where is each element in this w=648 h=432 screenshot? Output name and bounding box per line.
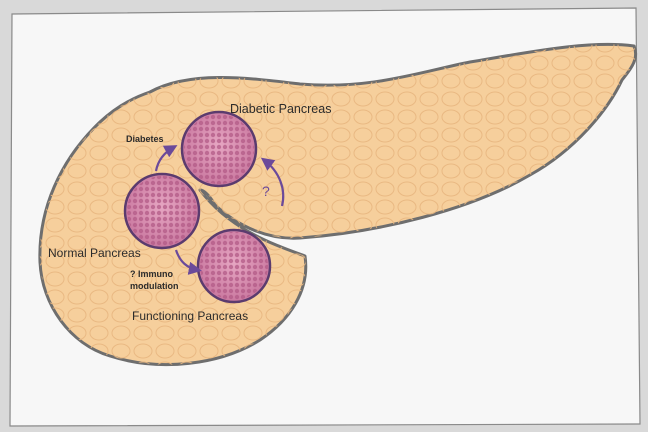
immuno-line-1: ? Immuno [130, 269, 173, 279]
diabetic-pancreas-label: Diabetic Pancreas [230, 102, 332, 116]
functioning-cell [196, 228, 272, 304]
diabetic-cell [180, 110, 258, 188]
arrow-normal-to-diabetic [154, 145, 178, 172]
normal-pancreas-label: Normal Pancreas [48, 246, 141, 260]
immunomodulation-label: ? Immuno modulation [130, 268, 179, 292]
immuno-line-2: modulation [130, 281, 179, 291]
pancreas-organ [38, 42, 637, 367]
arrow-diabetic-reversal [260, 157, 285, 207]
normal-cell [123, 172, 201, 250]
question-mark-label: ? [262, 183, 270, 199]
arrow-normal-to-functioning [174, 249, 202, 275]
diabetes-label: Diabetes [126, 134, 164, 144]
functioning-pancreas-label: Functioning Pancreas [132, 309, 249, 323]
